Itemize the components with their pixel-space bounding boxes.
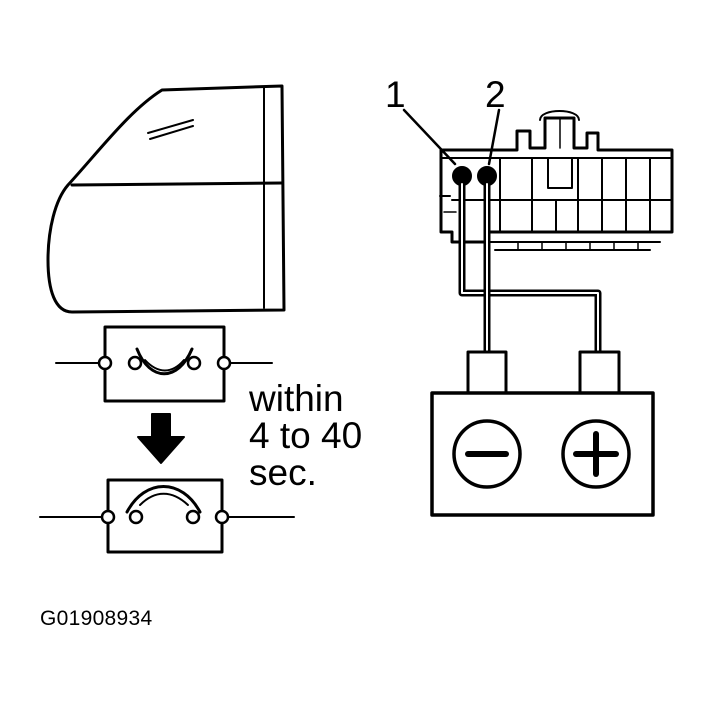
switch-state-open (55, 325, 273, 403)
test-wires (458, 180, 602, 356)
timing-note-line-2: 4 to 40 (249, 415, 363, 456)
connector (439, 110, 674, 251)
timing-note-line-1: within (249, 378, 344, 419)
figure-code: G01908934 (40, 607, 153, 630)
battery-negative-icon (452, 419, 522, 489)
terminal-2-leader (487, 108, 501, 166)
terminal-2-label: 2 (485, 74, 506, 115)
timing-note-line-3: sec. (249, 452, 317, 493)
terminal-1-leader (402, 108, 457, 166)
battery (430, 350, 655, 517)
switch-state-closed (39, 478, 295, 554)
terminal-1-label: 1 (385, 74, 406, 115)
battery-positive-icon (561, 419, 631, 489)
arrow-down-icon (137, 413, 185, 464)
timing-note: within 4 to 40 sec. (249, 380, 362, 491)
car-door (46, 84, 286, 314)
